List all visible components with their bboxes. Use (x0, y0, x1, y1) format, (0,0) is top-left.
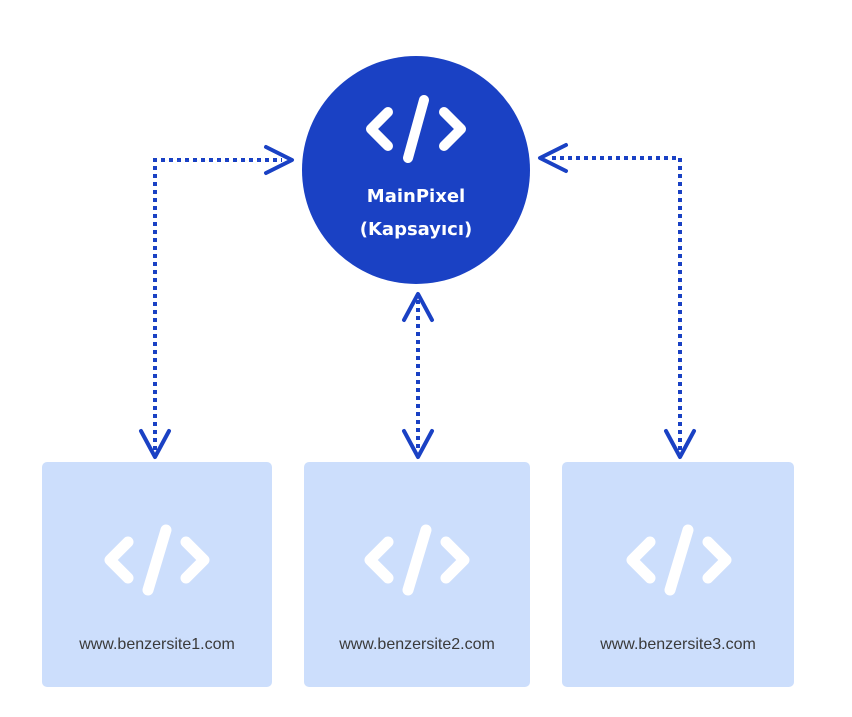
connector-right (550, 156, 682, 450)
site-card-1: www.benzersite1.com (42, 462, 272, 687)
arrowhead-middle-hub (402, 292, 434, 322)
connector-left (153, 158, 282, 450)
code-icon (366, 95, 466, 163)
code-icon (104, 524, 210, 596)
site-card-2: www.benzersite2.com (304, 462, 530, 687)
arrowhead-right-hub (538, 143, 568, 173)
arrowhead-left-hub (264, 145, 294, 175)
arrowhead-middle-site (402, 429, 434, 459)
hub-title: MainPixel (366, 186, 466, 207)
code-icon (626, 524, 732, 596)
site-card-3: www.benzersite3.com (562, 462, 794, 687)
site-url: www.benzersite2.com (339, 636, 495, 653)
arrowhead-left-site (139, 429, 171, 459)
mainpixel-hub: MainPixel (Kapsayıcı) (302, 56, 530, 284)
code-icon (364, 524, 470, 596)
site-url: www.benzersite3.com (600, 636, 756, 653)
arrowhead-right-site (664, 429, 696, 459)
site-url: www.benzersite1.com (79, 636, 235, 653)
hub-subtitle: (Kapsayıcı) (359, 219, 473, 240)
